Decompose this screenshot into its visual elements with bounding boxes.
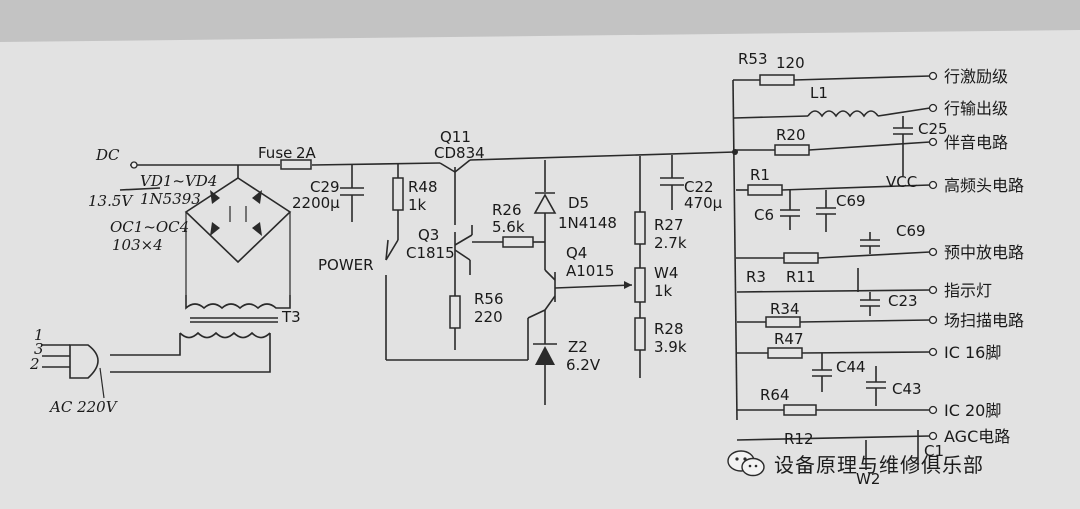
r47-label: R47 <box>774 330 804 348</box>
divider-chain <box>624 156 646 378</box>
c23-label: C23 <box>888 292 918 310</box>
r26-value: 5.6k <box>492 218 525 236</box>
pin-3: 3 <box>34 340 44 358</box>
fuse <box>280 159 312 170</box>
pin-1: 1 <box>34 326 44 344</box>
q3-type: C1815 <box>406 244 455 262</box>
r28-value: 3.9k <box>654 338 687 356</box>
z2-value: 6.2V <box>566 356 601 374</box>
dc-label: DC <box>95 146 120 164</box>
capacitor-c22 <box>660 155 684 210</box>
resistor-r26 <box>472 236 545 248</box>
capacitor-c29 <box>340 164 364 222</box>
c6-label: C6 <box>754 206 774 224</box>
resistor-r48 <box>392 163 404 240</box>
output-label-6: 指示灯 <box>944 281 992 300</box>
output-label-10: AGC电路 <box>944 427 1010 446</box>
r27-value: 2.7k <box>654 234 687 252</box>
transistor-q11 <box>439 159 471 225</box>
r3-label: R3 <box>746 268 766 286</box>
output-label-1: 行激励级 <box>944 67 1008 86</box>
watermark: 设备原理与维修俱乐部 <box>726 446 984 480</box>
paper-shadow <box>0 0 1080 42</box>
d5-type: 1N4148 <box>558 214 617 232</box>
c22-value: 470μ <box>684 194 723 212</box>
r48-label: R48 <box>408 178 438 196</box>
q4-label: Q4 <box>566 244 587 262</box>
q3-label: Q3 <box>418 226 439 244</box>
q4-type: A1015 <box>566 262 614 280</box>
r1-label: R1 <box>750 166 770 184</box>
bridge-rectifier <box>184 165 292 295</box>
r53-value: 120 <box>776 54 805 72</box>
d5-label: D5 <box>568 194 589 212</box>
transformer-label: T3 <box>281 308 301 326</box>
output-label-5: 预中放电路 <box>944 243 1024 262</box>
output-terminals <box>928 71 938 441</box>
c-partial-label: C1 <box>924 442 944 460</box>
zener-z2 <box>533 333 557 405</box>
fuse-label: Fuse <box>258 144 292 162</box>
v135-wire <box>119 187 161 191</box>
wechat-icon <box>727 450 765 477</box>
c25-label: C25 <box>918 120 948 138</box>
fuse-value: 2A <box>296 144 317 162</box>
ac-plug <box>42 344 105 399</box>
v135-label: 13.5V <box>88 192 134 210</box>
vd-label: VD1~VD4 <box>140 172 217 190</box>
l1-label: L1 <box>810 84 828 102</box>
transistor-q3 <box>454 225 473 275</box>
output-label-4: 高频头电路 <box>944 176 1024 195</box>
c69-label-b: C69 <box>896 222 926 240</box>
c29-value: 2200μ <box>292 194 340 212</box>
w4-label: W4 <box>654 264 678 282</box>
w4-value: 1k <box>654 282 673 300</box>
output-label-9: IC 20脚 <box>944 401 1001 420</box>
r20-label: R20 <box>776 126 806 144</box>
c29-label: C29 <box>310 178 340 196</box>
c43-label: C43 <box>892 380 922 398</box>
dc-rail <box>130 151 736 169</box>
r56-value: 220 <box>474 308 503 326</box>
q11-type: CD834 <box>434 144 485 162</box>
power-switch <box>385 239 528 361</box>
r53-label: R53 <box>738 50 768 68</box>
c44-label: C44 <box>836 358 866 376</box>
r34-label: R34 <box>770 300 800 318</box>
c69-label-a: C69 <box>836 192 866 210</box>
transformer <box>110 295 291 373</box>
vcc-label: VCC <box>886 173 917 191</box>
diode-d5 <box>533 160 557 270</box>
c22-label: C22 <box>684 178 714 196</box>
r26-label: R26 <box>492 201 522 219</box>
output-label-2: 行输出级 <box>944 99 1008 118</box>
watermark-text: 设备原理与维修俱乐部 <box>774 452 984 477</box>
r48-value: 1k <box>408 196 427 214</box>
oc-type: 103×4 <box>112 236 163 254</box>
vd-type: 1N5393 <box>140 190 201 208</box>
r56-label: R56 <box>474 290 504 308</box>
output-label-7: 场扫描电路 <box>944 311 1024 330</box>
r11-label: R11 <box>786 268 816 286</box>
resistor-r56 <box>449 262 461 350</box>
pin-2: 2 <box>29 355 40 373</box>
output-label-8: IC 16脚 <box>944 343 1001 362</box>
transistor-q4 <box>527 269 633 360</box>
z2-label: Z2 <box>568 338 588 356</box>
output-lines <box>733 74 931 470</box>
output-label-3: 伴音电路 <box>944 133 1008 152</box>
r27-label: R27 <box>654 216 684 234</box>
r12-label: R12 <box>784 430 814 448</box>
r64-label: R64 <box>760 386 790 404</box>
q11-label: Q11 <box>440 128 471 146</box>
r28-label: R28 <box>654 320 684 338</box>
oc-label: OC1~OC4 <box>110 218 189 236</box>
w2-label: W2 <box>856 470 880 488</box>
paper-sheet <box>0 28 1080 509</box>
power-label: POWER <box>318 256 374 274</box>
ac-label: AC 220V <box>48 398 119 416</box>
